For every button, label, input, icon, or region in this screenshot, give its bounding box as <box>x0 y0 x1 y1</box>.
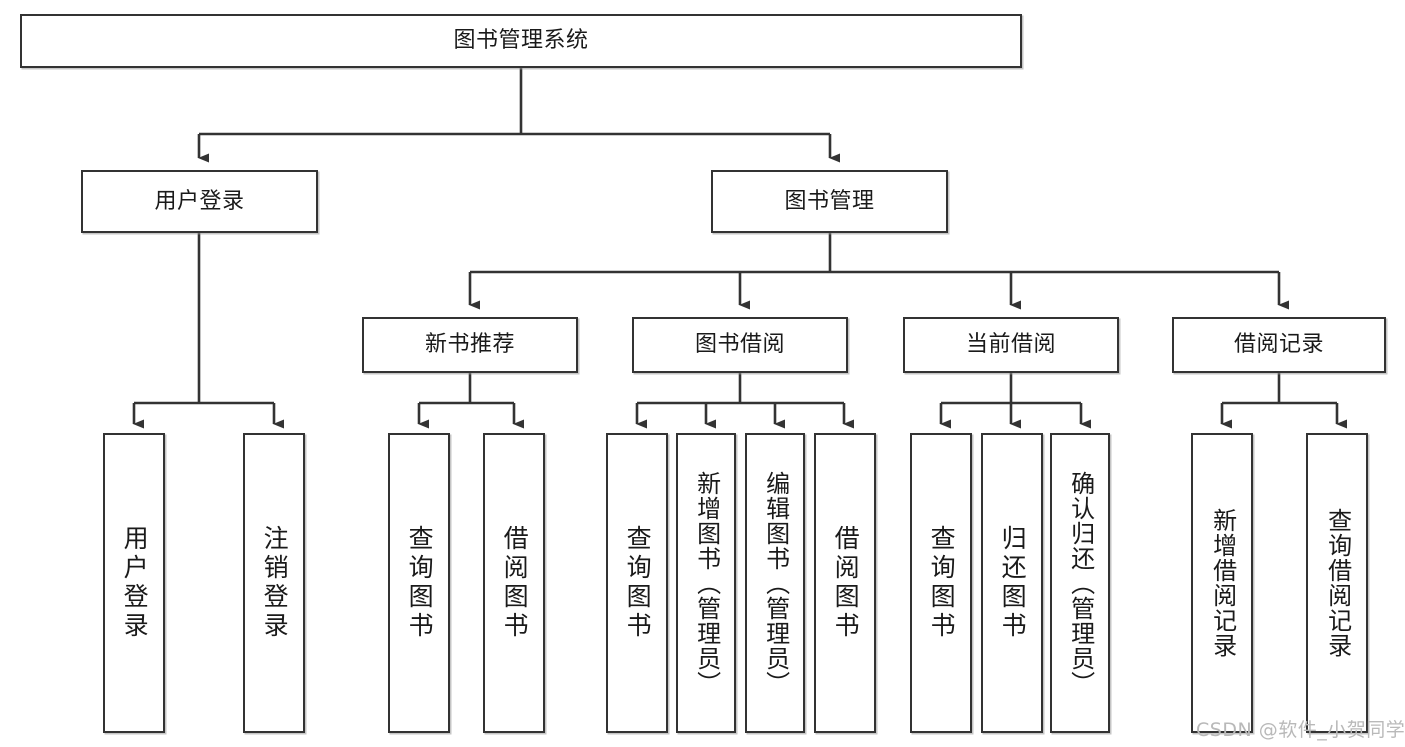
node-current-borrow-label: 当前借阅 <box>965 332 1056 358</box>
leaf-new-book-borrow-book-label: 借阅图书 <box>500 525 530 641</box>
node-root-book-management-system[interactable]: 图书管理系统 <box>20 14 1022 68</box>
node-book-management[interactable]: 图书管理 <box>711 170 948 233</box>
leaf-borrow-record-query-record-label: 查询借阅记录 <box>1323 508 1352 658</box>
leaf-borrow-record-add-record-label: 新增借阅记录 <box>1208 508 1237 658</box>
leaf-new-book-query-book-label: 查询图书 <box>405 525 435 641</box>
csdn-watermark: CSDN @软件_小贺同学 <box>1196 719 1405 741</box>
leaf-book-borrow-borrow-book[interactable]: 借阅图书 <box>814 433 876 733</box>
node-current-borrow[interactable]: 当前借阅 <box>903 317 1119 373</box>
leaf-book-borrow-add-book-admin[interactable]: 新增图书（管理员） <box>676 433 736 733</box>
leaf-current-borrow-confirm-return-admin[interactable]: 确认归还（管理员） <box>1050 433 1110 733</box>
leaf-book-borrow-query-book[interactable]: 查询图书 <box>606 433 668 733</box>
leaf-book-borrow-edit-book-admin-label: 编辑图书（管理员） <box>761 470 790 696</box>
leaf-book-borrow-borrow-book-label: 借阅图书 <box>831 525 861 641</box>
leaf-user-login-signin[interactable]: 用户登录 <box>103 433 165 733</box>
node-user-login-label: 用户登录 <box>154 188 245 214</box>
leaf-book-borrow-edit-book-admin[interactable]: 编辑图书（管理员） <box>745 433 805 733</box>
leaf-borrow-record-query-record[interactable]: 查询借阅记录 <box>1306 433 1368 733</box>
node-root-label: 图书管理系统 <box>453 28 589 54</box>
leaf-current-borrow-return-book[interactable]: 归还图书 <box>981 433 1043 733</box>
leaf-new-book-query-book[interactable]: 查询图书 <box>388 433 450 733</box>
leaf-user-login-signin-label: 用户登录 <box>120 525 150 641</box>
node-book-borrow-label: 图书借阅 <box>694 332 785 358</box>
node-user-login[interactable]: 用户登录 <box>81 170 318 233</box>
node-book-borrow[interactable]: 图书借阅 <box>632 317 848 373</box>
leaf-book-borrow-add-book-admin-label: 新增图书（管理员） <box>692 470 721 696</box>
node-borrow-record[interactable]: 借阅记录 <box>1172 317 1386 373</box>
node-new-book-recommend[interactable]: 新书推荐 <box>362 317 578 373</box>
leaf-borrow-record-add-record[interactable]: 新增借阅记录 <box>1191 433 1253 733</box>
node-book-management-label: 图书管理 <box>784 188 875 214</box>
leaf-current-borrow-query-book[interactable]: 查询图书 <box>910 433 972 733</box>
node-new-book-recommend-label: 新书推荐 <box>424 332 515 358</box>
node-borrow-record-label: 借阅记录 <box>1233 332 1324 358</box>
leaf-user-login-signout[interactable]: 注销登录 <box>243 433 305 733</box>
leaf-book-borrow-query-book-label: 查询图书 <box>623 525 653 641</box>
leaf-new-book-borrow-book[interactable]: 借阅图书 <box>483 433 545 733</box>
leaf-current-borrow-return-book-label: 归还图书 <box>998 525 1028 641</box>
leaf-user-login-signout-label: 注销登录 <box>260 525 290 641</box>
leaf-current-borrow-confirm-return-admin-label: 确认归还（管理员） <box>1066 470 1095 696</box>
leaf-current-borrow-query-book-label: 查询图书 <box>927 525 957 641</box>
